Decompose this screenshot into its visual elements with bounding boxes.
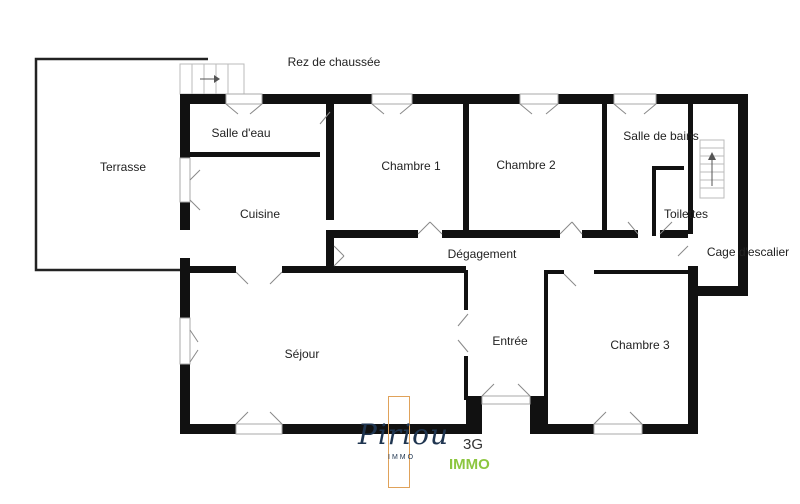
walls (180, 94, 748, 434)
interior-stairs (699, 139, 725, 199)
room-label-toilettes: Toilettes (663, 207, 709, 221)
room-label-chambre-2: Chambre 2 (496, 158, 556, 172)
floor-title: Rez de chaussée (287, 55, 381, 69)
terrace-outline (34, 57, 208, 272)
room-label-entree: Entrée (492, 334, 528, 348)
room-label-degagement: Dégagement (447, 247, 517, 261)
logo-script-text: Piriou (358, 418, 450, 451)
room-label-sejour: Séjour (284, 347, 320, 361)
room-label-chambre-1: Chambre 1 (381, 159, 441, 173)
windows (179, 93, 657, 435)
logo-sub-text: IMMO (388, 454, 416, 461)
room-label-cuisine: Cuisine (239, 207, 281, 221)
logo-3g-text: 3G (463, 436, 484, 453)
room-label-salle-deau: Salle d'eau (211, 126, 271, 140)
room-label-chambre-3: Chambre 3 (610, 338, 670, 352)
door-swings (189, 103, 689, 425)
brand-logo: Piriou IMMO 3G IMMO (330, 394, 510, 490)
room-label-terrasse: Terrasse (99, 160, 147, 174)
room-label-salle-de-bains: Salle de bains (623, 129, 699, 143)
logo-immo-text: IMMO (449, 456, 490, 473)
exterior-stairs-top (179, 63, 245, 95)
logo-frame (388, 396, 410, 488)
room-label-cage-escalier: Cage d'escalier (706, 245, 790, 259)
